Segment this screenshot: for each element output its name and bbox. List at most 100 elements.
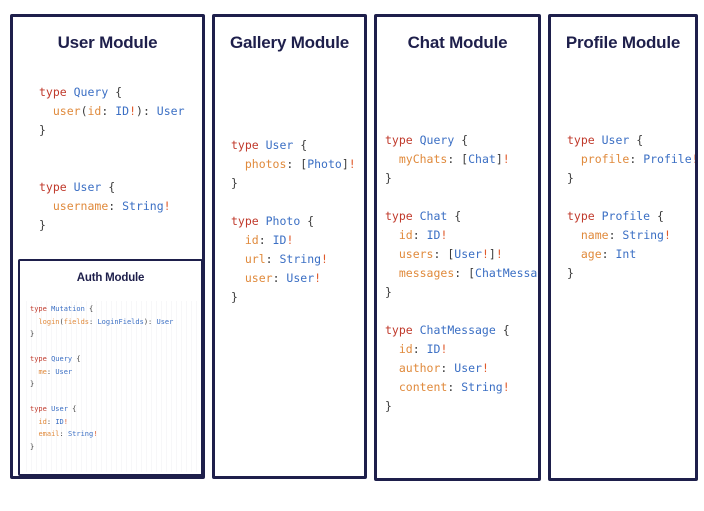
code-line: type User { xyxy=(39,178,185,197)
code-line: } xyxy=(385,283,538,302)
code-token: : xyxy=(258,233,273,247)
code-token: ] xyxy=(341,157,349,171)
code-token: ! xyxy=(314,271,322,285)
code-token: ! xyxy=(321,252,328,266)
module-card-chat[interactable]: Chat Module type Query { myChats: [Chat]… xyxy=(374,14,541,481)
code-token: User xyxy=(601,133,630,147)
code-token xyxy=(385,228,399,242)
module-card-gallery[interactable]: Gallery Module type User { photos: [Phot… xyxy=(212,14,367,479)
code-token: ID xyxy=(272,233,287,247)
code-line: users: [User!]! xyxy=(385,245,538,264)
code-line xyxy=(231,193,356,212)
code-token: type xyxy=(39,85,74,99)
code-token: ! xyxy=(348,157,356,171)
code-token: : xyxy=(108,199,123,213)
code-token xyxy=(231,271,245,285)
code-token: String xyxy=(122,199,164,213)
code-token: : xyxy=(46,367,56,376)
code-line: content: String! xyxy=(385,378,538,397)
code-token: ID xyxy=(115,104,130,118)
code-line: username: String! xyxy=(39,197,185,216)
module-title-auth: Auth Module xyxy=(76,272,145,284)
code-token xyxy=(567,228,581,242)
code-token: User xyxy=(73,180,102,194)
code-line: type User { xyxy=(231,136,356,155)
code-token: Query xyxy=(419,133,455,147)
code-token: String xyxy=(67,430,94,438)
code-token: myChats xyxy=(398,152,448,166)
code-token: : [ xyxy=(447,152,469,166)
code-token: { xyxy=(629,133,644,147)
code-token: { xyxy=(101,180,116,194)
code-line: } xyxy=(385,397,538,416)
code-token xyxy=(231,252,245,266)
code-token: : xyxy=(59,430,68,438)
code-token: : [ xyxy=(454,266,476,280)
code-token: { xyxy=(293,138,308,152)
code-token: String xyxy=(622,228,664,242)
code-token: : xyxy=(89,317,98,326)
code-token: { xyxy=(495,323,510,337)
code-token: User xyxy=(454,361,482,375)
code-token: id xyxy=(38,417,47,426)
code-token: } xyxy=(30,442,35,451)
code-token: username xyxy=(52,199,109,213)
code-line: user(id: ID!): User xyxy=(39,102,185,121)
code-token: ! xyxy=(495,247,503,261)
code-token: user xyxy=(244,271,273,285)
schema-code-user: type Query { user(id: ID!): User} type U… xyxy=(39,83,185,235)
code-token: type xyxy=(231,138,266,152)
code-token: Chat xyxy=(468,152,496,166)
code-line: } xyxy=(30,328,173,341)
code-token: age xyxy=(580,247,602,261)
code-token xyxy=(385,361,399,375)
code-token: ! xyxy=(663,228,671,242)
code-token: email xyxy=(38,430,60,438)
code-token: User xyxy=(156,317,174,326)
module-card-auth[interactable]: Auth Module type Mutation { login(fields… xyxy=(18,259,202,476)
code-line: type Query { xyxy=(385,131,538,150)
code-line: type Query { xyxy=(30,353,173,366)
code-token: User xyxy=(51,405,68,413)
code-line: type Profile { xyxy=(567,207,695,226)
code-token: } xyxy=(385,399,392,413)
code-line: myChats: [Chat]! xyxy=(385,150,538,169)
code-token xyxy=(39,199,53,213)
code-token: User xyxy=(454,247,482,261)
code-token xyxy=(231,233,245,247)
code-token xyxy=(385,247,399,261)
code-token: ! xyxy=(286,233,294,247)
code-token: } xyxy=(231,290,238,304)
code-token: : xyxy=(412,228,427,242)
code-token: } xyxy=(231,176,238,190)
code-token: ] xyxy=(488,247,496,261)
code-line: id: ID! xyxy=(385,340,538,359)
code-token: Mutation xyxy=(51,305,85,313)
module-card-user[interactable]: User Module type Query { user(id: ID!): … xyxy=(10,14,205,479)
code-token: type xyxy=(231,214,266,228)
code-token: { xyxy=(108,85,123,99)
code-token: ( xyxy=(80,104,88,118)
module-title-profile: Profile Module xyxy=(565,33,681,52)
code-line: } xyxy=(231,174,356,193)
code-token: : xyxy=(447,380,462,394)
code-token: ! xyxy=(440,228,448,242)
code-line: type Mutation { xyxy=(30,303,173,316)
code-token: fields xyxy=(63,317,90,326)
code-token: : [ xyxy=(286,157,308,171)
code-token: Query xyxy=(73,85,109,99)
code-token: content xyxy=(398,380,448,394)
code-line: } xyxy=(385,169,538,188)
code-token xyxy=(231,157,245,171)
code-line: id: ID! xyxy=(385,226,538,245)
code-token: me xyxy=(38,367,47,376)
module-title-chat: Chat Module xyxy=(407,33,508,52)
code-line xyxy=(385,302,538,321)
code-token: { xyxy=(67,405,77,413)
code-token: ( xyxy=(59,317,64,326)
code-line: profile: Profile! xyxy=(567,150,695,169)
code-token: ! xyxy=(129,104,137,118)
module-card-profile[interactable]: Profile Module type User { profile: Prof… xyxy=(548,14,698,481)
code-token: User xyxy=(286,271,315,285)
